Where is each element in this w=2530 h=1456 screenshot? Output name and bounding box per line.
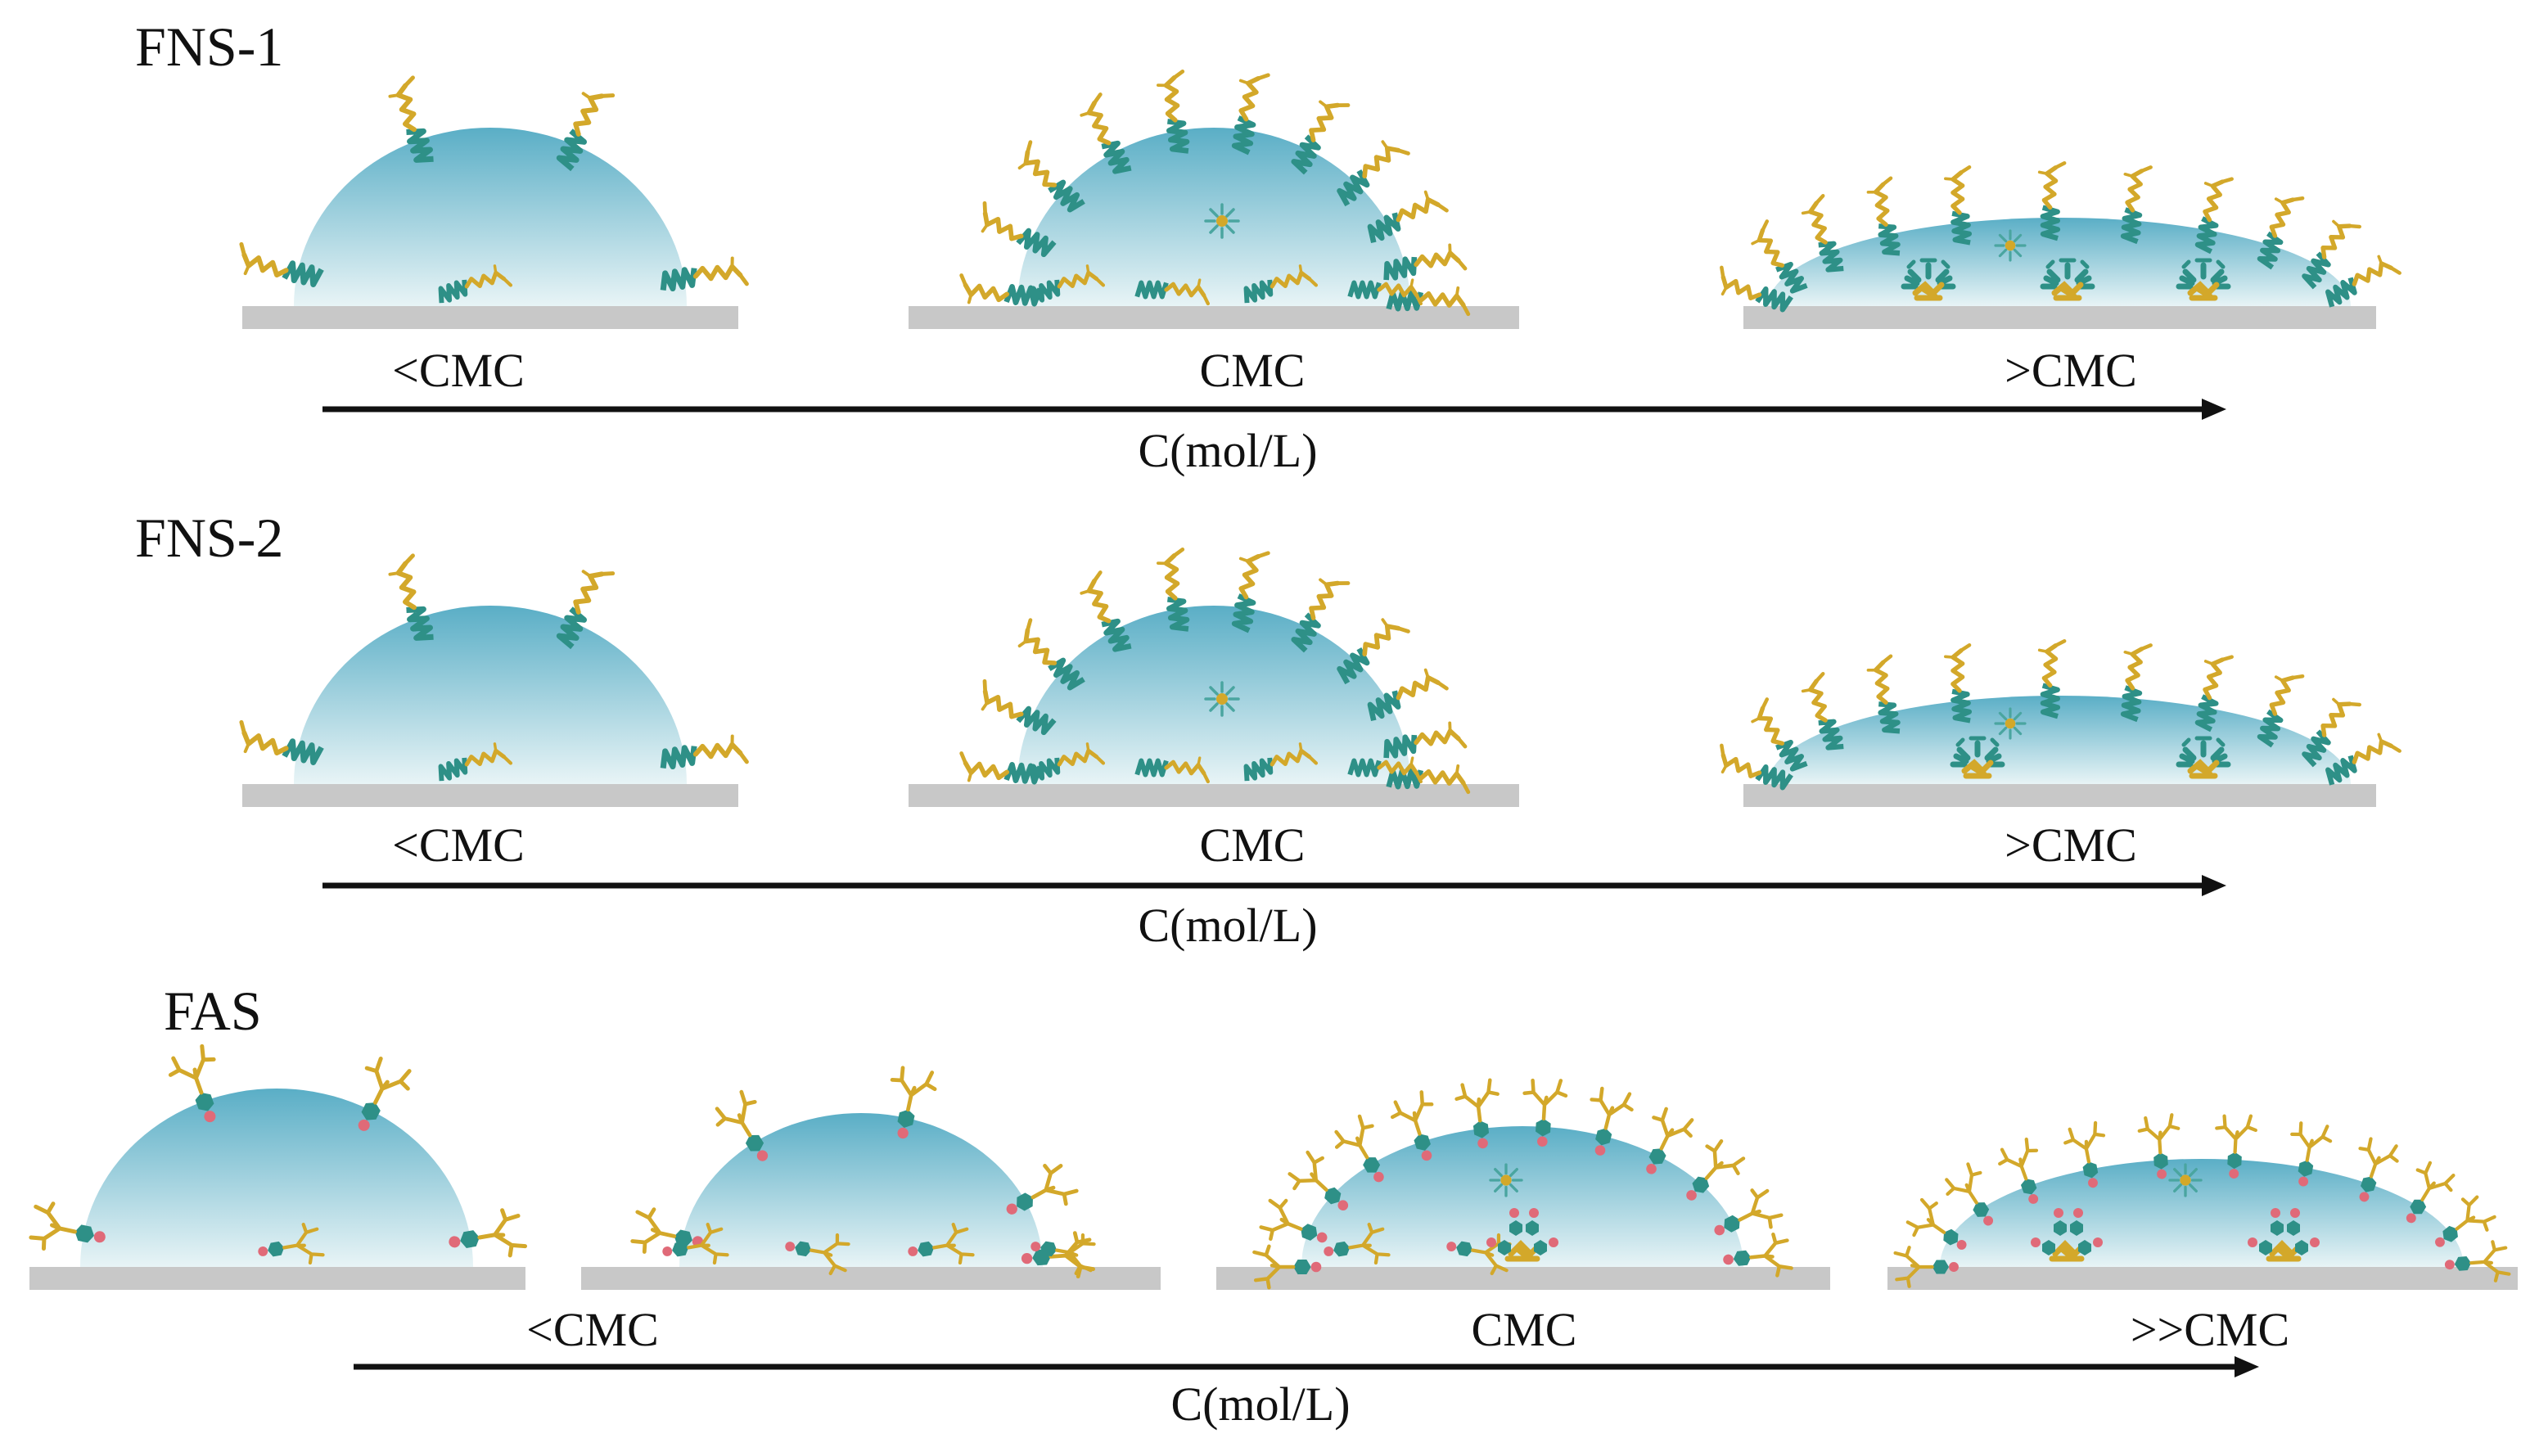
substrate-icon bbox=[29, 1267, 525, 1290]
row-fns-1 bbox=[236, 71, 2400, 420]
stage-label: <CMC bbox=[526, 1303, 659, 1356]
substrate-icon bbox=[909, 306, 1519, 329]
stage-panel bbox=[909, 549, 1519, 807]
stage-panel bbox=[909, 71, 1519, 329]
dispersed-dye-icon bbox=[1204, 203, 1240, 239]
substrate-icon bbox=[242, 306, 738, 329]
row-label: FAS bbox=[164, 980, 262, 1042]
droplet-icon bbox=[294, 128, 687, 306]
dispersed-dye-icon bbox=[1204, 681, 1240, 717]
axis-label: C(mol/L) bbox=[1170, 1377, 1350, 1431]
droplet-icon bbox=[294, 606, 687, 784]
surfactant-molecule-icon bbox=[1334, 135, 1409, 210]
axis-label: C(mol/L) bbox=[1138, 424, 1317, 477]
stage-label: >CMC bbox=[2005, 344, 2137, 397]
stage-label: CMC bbox=[1472, 1303, 1577, 1356]
concentration-arrow-icon bbox=[2202, 399, 2226, 420]
substrate-icon bbox=[1743, 306, 2376, 329]
substrate-icon bbox=[581, 1267, 1161, 1290]
stage-label: <CMC bbox=[392, 344, 525, 397]
dispersed-dye-icon bbox=[1994, 707, 2027, 740]
row-label: FNS-2 bbox=[135, 507, 283, 569]
surfactant-molecule-icon bbox=[1334, 613, 1409, 688]
substrate-icon bbox=[909, 784, 1519, 807]
stage-panel bbox=[236, 78, 746, 329]
substrate-icon bbox=[1887, 1267, 2518, 1290]
stage-panel bbox=[1887, 1114, 2518, 1290]
dispersed-dye-icon bbox=[1994, 229, 2027, 262]
row-fns-2 bbox=[236, 549, 2400, 896]
stage-label: >CMC bbox=[2005, 818, 2137, 872]
stage-panel bbox=[236, 556, 746, 807]
stage-panel bbox=[1714, 163, 2399, 329]
stage-label: >>CMC bbox=[2131, 1303, 2289, 1356]
droplet-icon bbox=[1301, 1126, 1743, 1267]
stage-panel bbox=[581, 1065, 1161, 1290]
droplet-icon bbox=[80, 1089, 473, 1267]
dispersed-dye-icon bbox=[2168, 1163, 2203, 1197]
concentration-arrow-icon bbox=[2202, 875, 2226, 896]
row-label: FNS-1 bbox=[135, 16, 283, 78]
stage-label: <CMC bbox=[392, 818, 525, 872]
row-fas bbox=[28, 1044, 2518, 1377]
stage-panel bbox=[28, 1044, 526, 1290]
stage-label: CMC bbox=[1200, 818, 1306, 872]
axis-label: C(mol/L) bbox=[1138, 899, 1317, 952]
stage-panel bbox=[1216, 1079, 1830, 1290]
stage-panel bbox=[1714, 641, 2399, 807]
stage-label: CMC bbox=[1200, 344, 1306, 397]
droplet-icon bbox=[1940, 1159, 2464, 1267]
droplet-icon bbox=[679, 1113, 1043, 1267]
substrate-icon bbox=[242, 784, 738, 807]
concentration-arrow-icon bbox=[2235, 1356, 2259, 1377]
substrate-icon bbox=[1743, 784, 2376, 807]
dispersed-dye-icon bbox=[1489, 1163, 1523, 1197]
